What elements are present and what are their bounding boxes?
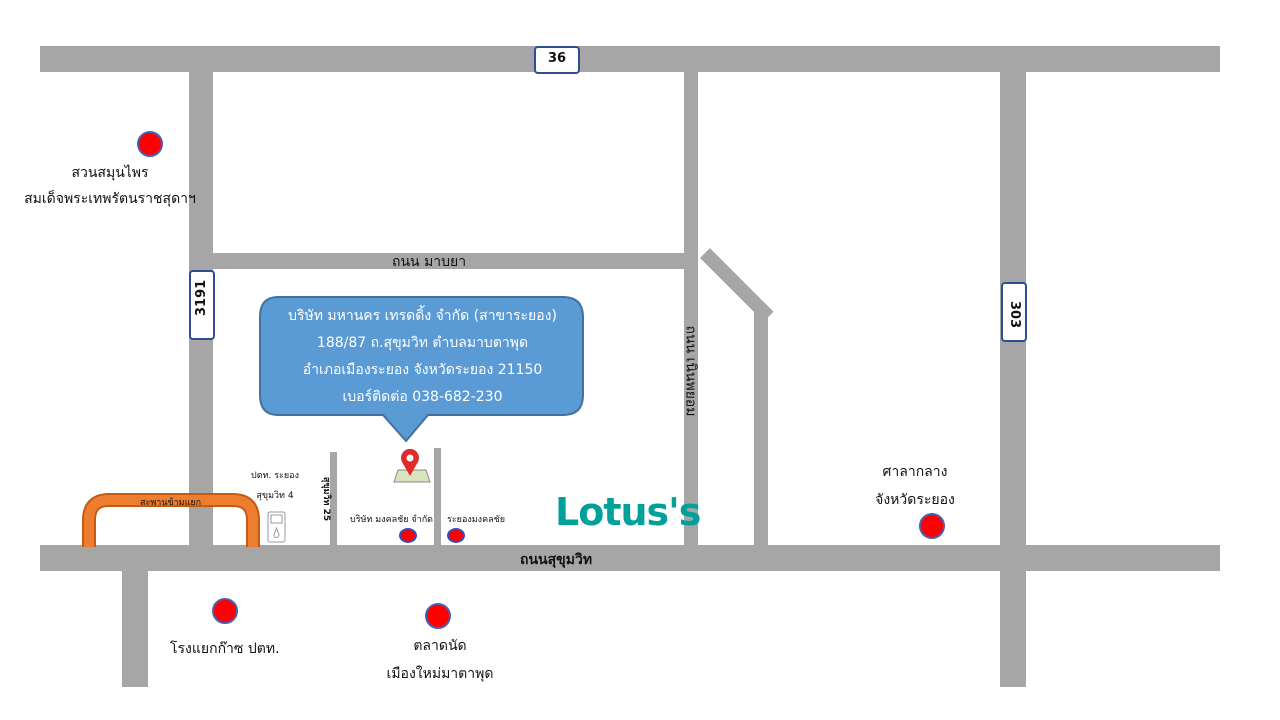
road-diagonal: [700, 248, 774, 322]
city-hall-marker: [919, 513, 945, 539]
route-3191-label: 3191: [194, 279, 209, 316]
soi25-label: สุขุมวิท 25: [321, 476, 332, 522]
route-shield-3191: 3191: [189, 270, 215, 340]
road-mabya: [213, 253, 698, 269]
rayong-mongkol-label: ระยองมงคลชัย: [447, 515, 505, 525]
route-303-label: 303: [1007, 301, 1022, 329]
ptt-station-label: ปตท. ระยองสุขุมวิท 4: [251, 471, 299, 501]
callout-line: บริษัท มหานคร เทรดดิ้ง จำกัด (สาขาระยอง): [288, 308, 557, 324]
callout-line: อำเภอเมืองระยอง จังหวัดระยอง 21150: [302, 362, 543, 378]
callout-line: เบอร์ติดต่อ 038-682-230: [342, 389, 503, 405]
location-pin-icon: [393, 448, 431, 483]
market-label: ตลาดนัดเมืองใหม่มาตาพุด: [386, 638, 494, 682]
footbridge: [82, 493, 260, 547]
market-marker: [425, 603, 451, 629]
road-soi: [434, 448, 441, 545]
callout-line: 188/87 ถ.สุขุมวิท ตำบลมาบตาพุด: [316, 335, 529, 351]
road-noen-phayom: [684, 72, 698, 545]
callout-bubble: [259, 296, 584, 443]
road-soi25: [330, 452, 337, 545]
gas-plant-marker: [212, 598, 238, 624]
lotus-logo: Lotus's: [555, 490, 701, 534]
road-303: [1000, 72, 1026, 687]
city-hall-label: ศาลากลางจังหวัดระยอง: [875, 464, 955, 508]
road-south: [122, 571, 148, 687]
herb-garden-marker: [137, 131, 163, 157]
mongkolchai-label: บริษัท มงคลชัย จำกัด: [350, 515, 433, 525]
mabya-road-label: ถนน มาบยา: [392, 254, 467, 270]
sukhumvit-road-label: ถนนสุขุมวิท: [520, 552, 593, 568]
footbridge-label: สะพานข้ามแยก: [140, 498, 202, 508]
gas-pump-icon: [267, 511, 286, 543]
callout-text: บริษัท มหานคร เทรดดิ้ง จำกัด (สาขาระยอง)…: [260, 303, 585, 411]
road-branch: [754, 312, 768, 545]
mongkolchai-marker: [399, 528, 417, 543]
road-36: [40, 46, 1220, 72]
herb-garden-label: สวนสมุนไพรสมเด็จพระเทพรัตนราชสุดาฯ: [24, 165, 196, 207]
route-shield-36: 36: [534, 46, 580, 74]
road-sukhumvit: [40, 545, 1220, 571]
gas-plant-label: โรงแยกก๊าซ ปตท.: [170, 641, 280, 657]
noen-phayom-road-label: ถนน เนินพยอม: [682, 325, 699, 417]
rayong-mongkol-marker: [447, 528, 465, 543]
route-shield-303: 303: [1001, 282, 1027, 342]
